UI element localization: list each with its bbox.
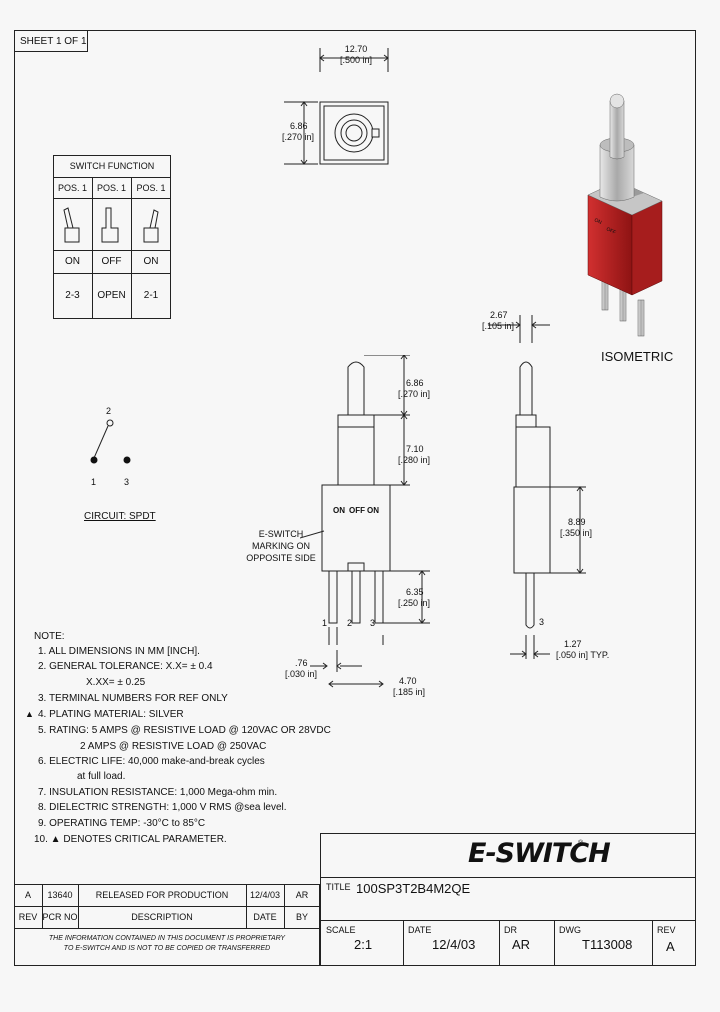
dim-pin-lines [310,650,384,688]
date-value: 12/4/03 [432,937,476,952]
rev-value: A [666,939,675,954]
note-8: 8. DIELECTRIC STRENGTH: 1,000 V RMS @sea… [38,802,287,813]
circuit-label: CIRCUIT: SPDT [84,511,156,522]
state-2: OFF [101,256,122,267]
circuit-terminal-2: 2 [106,406,112,416]
note-2-cont: X.XX= ± 0.25 [86,677,146,688]
part-number-title: 100SP3T2B4M2QE [356,881,471,896]
date-label: DATE [408,925,432,935]
rev-row-description: RELEASED FOR PRODUCTION [95,890,229,900]
rev-row-pcr: 13640 [47,890,73,900]
isometric-label: ISOMETRIC [601,349,674,364]
dim-body-height: 8.89[.350 in] [560,517,593,538]
e-switch-logo: E-SWITCH [468,838,611,869]
note-10: 10. ▲ DENOTES CRITICAL PARAMETER. [34,834,227,845]
state-1: ON [65,256,80,267]
note-9: 9. OPERATING TEMP: -30°C to 85°C [38,818,206,829]
top-view-drawing [284,48,389,165]
iso-pin-3 [637,299,645,337]
critical-triangle-icon: ▲ [25,709,34,719]
svg-text:OFF: OFF [605,226,617,236]
dim-toggle-length: 6.86[.270 in] [398,378,431,399]
front-terminal-3: 3 [370,618,376,628]
dwg-value: T113008 [582,937,633,952]
connection-2: OPEN [97,290,126,301]
position-label-1: POS. 1 [57,183,87,193]
note-1: 1. ALL DIMENSIONS IN MM [INCH]. [38,646,200,657]
toggle-center-icon [101,207,119,243]
note-5-cont: 2 AMPS @ RESISTIVE LOAD @ 250VAC [80,741,267,752]
toggle-position-icons [63,207,159,243]
dim-top-width: 12.70[.500 in] [339,44,373,65]
note-7: 7. INSULATION RESISTANCE: 1,000 Mega-ohm… [38,787,278,798]
rev-row-date: 12/4/03 [249,890,281,900]
circuit-terminal-3: 3 [124,477,130,487]
drawn-by-label: DR [504,925,517,935]
rev-header-pcr: PCR NO [42,912,78,922]
position-label-3: POS. 1 [136,183,166,193]
dim-bushing-length: 7.10[.280 in] [398,444,431,465]
title-label: TITLE [326,882,351,892]
dim-bushing-diameter: 2.67[.105 in] [482,310,515,331]
sheet-label-box [14,30,88,52]
front-terminal-2: 2 [347,618,353,628]
sheet-label: SHEET 1 OF 1 [20,36,87,47]
dim-pin-pitch: 1.27 [.050 in] TYP. [556,639,610,660]
dim-terminal-length: 6.35[.250 in] [398,587,431,608]
drawn-by-value: AR [512,937,531,952]
front-terminal-1: 1 [322,618,328,628]
connection-3: 2-1 [143,290,159,301]
dwg-label: DWG [559,925,581,935]
note-6: 6. ELECTRIC LIFE: 40,000 make-and-break … [38,756,265,767]
note-3: 3. TERMINAL NUMBERS FOR REF ONLY [38,693,228,704]
switch-function-header: SWITCH FUNCTION [69,161,155,171]
front-mark-on-1: ON [333,506,345,515]
rev-header-date: DATE [253,912,277,922]
note-6-cont: at full load. [77,771,126,782]
scale-label: SCALE [326,925,356,935]
svg-text:ON: ON [593,217,603,226]
circuit-terminal-1: 1 [91,477,97,487]
logo-registered-mark: ® [578,840,584,847]
front-mark-off: OFF [349,506,365,515]
note-4: 4. PLATING MATERIAL: SILVER [38,709,184,720]
rev-label: REV [657,925,676,935]
side-terminal-3: 3 [539,617,545,627]
rev-row-by: AR [295,890,309,900]
iso-toggle [609,100,625,160]
position-label-2: POS. 1 [96,183,126,193]
toggle-left-icon [63,207,80,243]
isometric-view: ON OFF [587,93,663,337]
front-view-drawing [300,355,430,645]
rev-header-rev: REV [18,912,38,922]
notes-header: NOTE: [34,631,65,642]
rev-header-by: BY [295,912,308,922]
dim-top-height: 6.86[.270 in] [282,121,315,142]
dim-pin-spacing: 4.70[.185 in] [393,676,426,697]
rev-header-description: DESCRIPTION [131,912,193,922]
front-mark-on-2: ON [367,506,379,515]
connection-1: 2-3 [65,290,80,301]
dim-pin-width: .76[.030 in] [285,658,318,679]
state-3: ON [143,256,159,267]
scale-value: 2:1 [354,937,373,952]
proprietary-notice-2: TO E-SWITCH AND IS NOT TO BE COPIED OR T… [63,945,271,952]
side-view-drawing [488,315,586,659]
iso-bushing [599,144,635,202]
note-5: 5. RATING: 5 AMPS @ RESISTIVE LOAD @ 120… [38,725,331,736]
rev-row-rev: A [24,890,31,900]
note-2: 2. GENERAL TOLERANCE: X.X= ± 0.4 [38,661,213,672]
circuit-diagram [90,419,131,464]
toggle-right-icon [143,209,159,243]
proprietary-notice-1: THE INFORMATION CONTAINED IN THIS DOCUME… [48,935,286,942]
